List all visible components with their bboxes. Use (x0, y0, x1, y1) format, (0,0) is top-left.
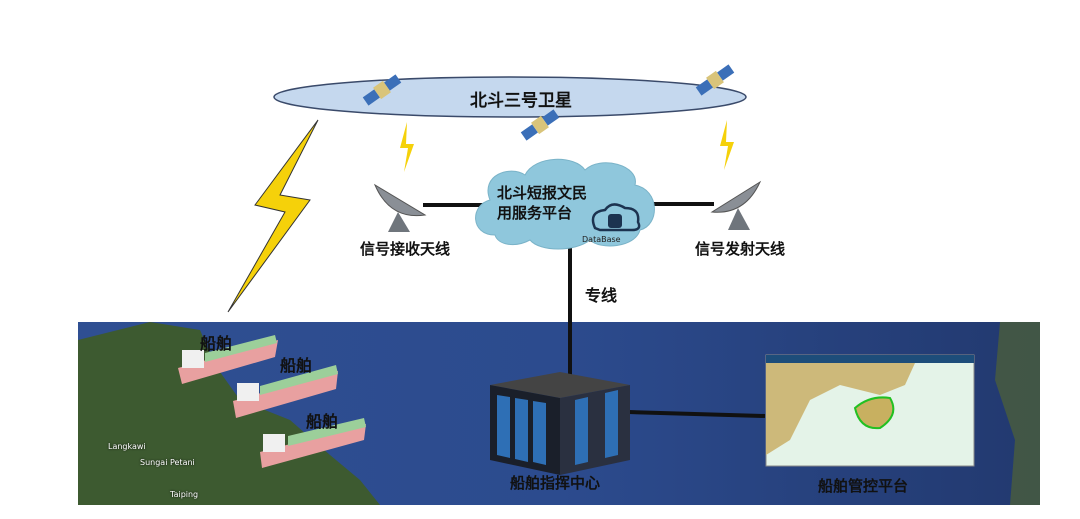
lightning-icon (400, 122, 414, 172)
receive-antenna-icon (373, 183, 427, 232)
ship-icon (233, 365, 338, 418)
ship-label: 船舶 (200, 334, 233, 353)
ship-label: 船舶 (280, 356, 313, 375)
land-mass (78, 322, 380, 505)
island-coast (995, 322, 1040, 505)
ship-icon (260, 418, 366, 468)
satellite-icon (520, 109, 560, 141)
control-platform-label: 船舶管控平台 (818, 477, 909, 495)
connection-line (627, 410, 766, 418)
server-rack-icon (490, 372, 630, 475)
transmit-antenna-icon (710, 180, 762, 230)
control-platform-screenshot (765, 354, 975, 467)
database-label: DataBase (582, 235, 621, 244)
database-icon (591, 203, 641, 232)
map-label: Langkawi (108, 442, 146, 451)
map-label: Sungai Petani (140, 458, 195, 467)
ship-icon (178, 335, 278, 384)
cloud-label-line2: 用服务平台 (497, 204, 573, 222)
satellite-icon (695, 64, 735, 96)
cloud-label-line1: 北斗短报文民 (497, 184, 588, 202)
lightning-icon (720, 120, 734, 170)
satellite-label: 北斗三号卫星 (470, 91, 572, 111)
transmit-antenna-label: 信号发射天线 (695, 240, 786, 258)
satellite-icon (362, 74, 402, 106)
receive-antenna-label: 信号接收天线 (360, 240, 451, 258)
lightning-icon (227, 119, 319, 313)
dedicated-line-label: 专线 (585, 286, 618, 305)
command-center-label: 船舶指挥中心 (510, 474, 601, 492)
map-label: Taiping (170, 490, 199, 499)
ship-label: 船舶 (306, 412, 339, 431)
